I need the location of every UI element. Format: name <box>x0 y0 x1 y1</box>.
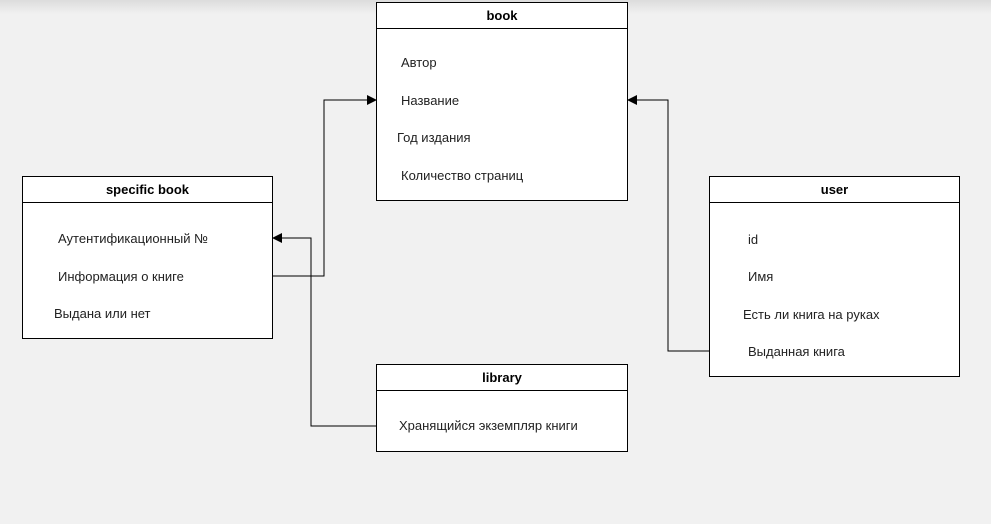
entity-specific-book-field: Аутентификационный № <box>58 231 209 246</box>
connector-specific-book-to-book[interactable] <box>272 95 377 277</box>
connector-library-to-specific-book[interactable] <box>272 233 376 427</box>
entity-book-field: Автор <box>401 55 437 70</box>
entity-book[interactable]: book Автор Название Год издания Количест… <box>376 2 628 201</box>
entity-book-field: Количество страниц <box>401 168 524 183</box>
entity-book-field: Год издания <box>397 130 471 145</box>
entity-specific-book-field: Выдана или нет <box>54 306 151 321</box>
entity-specific-book-field: Информация о книге <box>58 269 184 284</box>
connector-user-to-book[interactable] <box>627 95 709 352</box>
entity-library-title: library <box>377 365 627 391</box>
entity-user-field: Имя <box>748 269 774 284</box>
entity-library-field: Хранящийся экземпляр книги <box>399 418 578 433</box>
entity-specific-book[interactable]: specific book Аутентификационный № Инфор… <box>22 176 273 339</box>
entity-user-field: Есть ли книга на руках <box>743 307 880 322</box>
entity-library[interactable]: library Хранящийся экземпляр книги <box>376 364 628 452</box>
entity-book-field: Название <box>401 93 460 108</box>
entity-user-field: id <box>748 232 759 247</box>
entity-specific-book-title: specific book <box>23 177 272 203</box>
entity-user-title: user <box>710 177 959 203</box>
entity-user[interactable]: user id Имя Есть ли книга на руках Выдан… <box>709 176 960 377</box>
entity-user-field: Выданная книга <box>748 344 845 359</box>
entity-book-title: book <box>377 3 627 29</box>
